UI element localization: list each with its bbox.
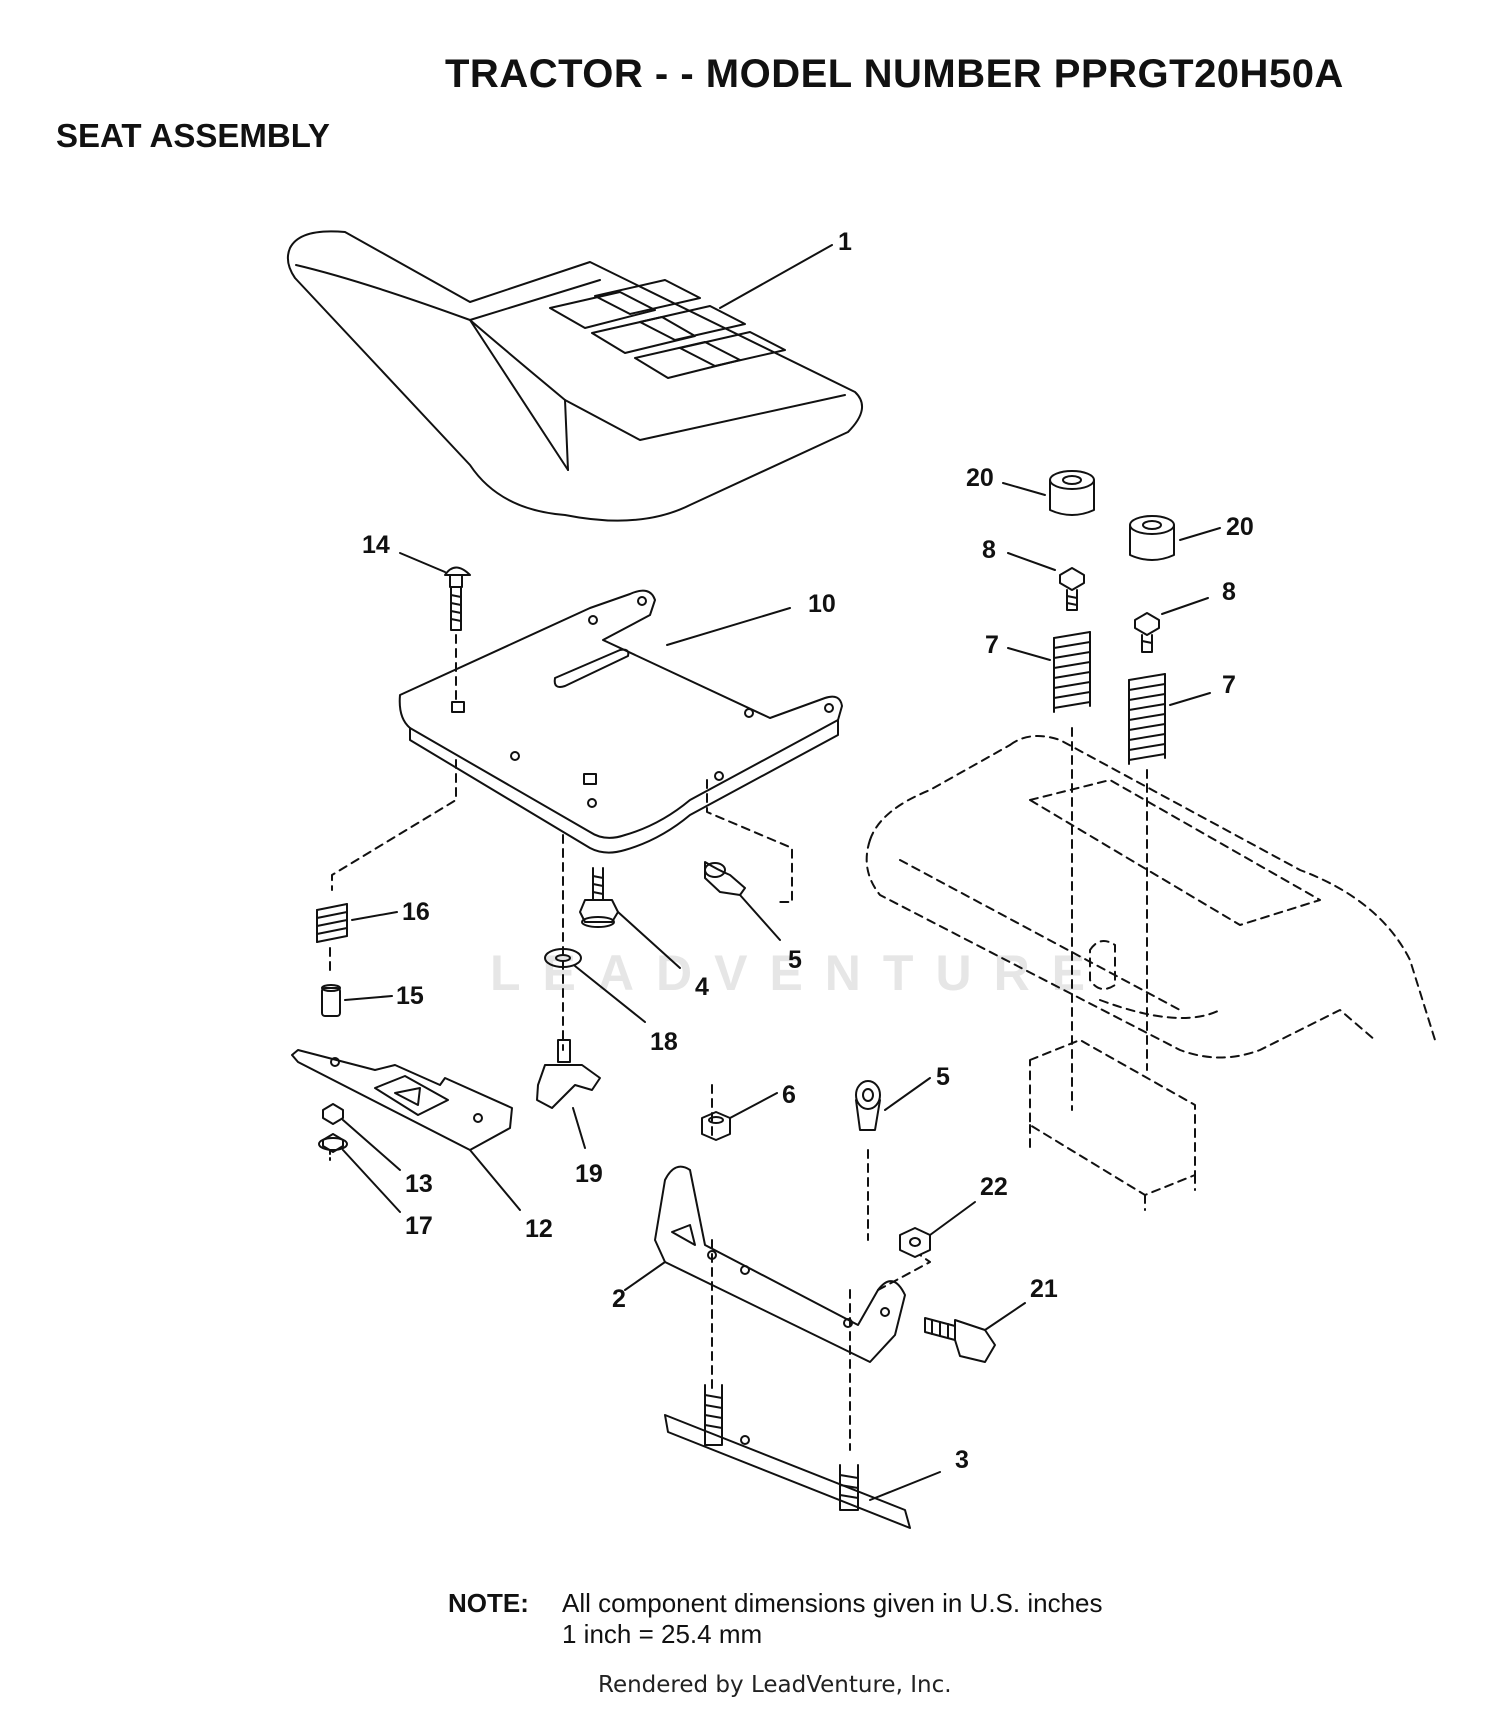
callout-19: 19 xyxy=(575,1160,603,1188)
hex-bolt-part[interactable] xyxy=(924,1302,1026,1363)
spacer-part[interactable] xyxy=(321,984,393,1017)
callout-16: 16 xyxy=(402,898,430,926)
callout-8a: 8 xyxy=(982,536,996,564)
callout-1: 1 xyxy=(838,228,852,256)
slide-plate-part[interactable] xyxy=(664,1384,941,1529)
flange-bolt-left-part[interactable] xyxy=(1007,552,1085,611)
bushing-right-part[interactable] xyxy=(1129,515,1221,561)
callout-20a: 20 xyxy=(966,464,994,492)
washer-part[interactable] xyxy=(544,948,646,1023)
note-line-1: All component dimensions given in U.S. i… xyxy=(562,1588,1103,1618)
render-credit: Rendered by LeadVenture, Inc. xyxy=(598,1672,952,1698)
bracket-plate-part[interactable] xyxy=(291,1049,521,1211)
shoulder-bolt-part[interactable] xyxy=(579,867,681,969)
note-line-2: 1 inch = 25.4 mm xyxy=(562,1619,763,1649)
callout-20b: 20 xyxy=(1226,513,1254,541)
section-title: SEAT ASSEMBLY xyxy=(56,117,330,154)
callout-4: 4 xyxy=(695,973,709,1001)
callout-14: 14 xyxy=(362,531,390,559)
callout-8b: 8 xyxy=(1222,578,1236,606)
note-label: NOTE: xyxy=(448,1588,529,1618)
flange-bolt-right-part[interactable] xyxy=(1134,597,1209,653)
seat-bracket-part[interactable] xyxy=(624,1165,906,1363)
spring-right-part[interactable] xyxy=(1128,673,1211,765)
callout-10: 10 xyxy=(808,590,836,618)
callout-3: 3 xyxy=(955,1446,969,1474)
callout-22: 22 xyxy=(980,1173,1008,1201)
callout-5a: 5 xyxy=(788,946,802,974)
callout-13: 13 xyxy=(405,1170,433,1198)
bushing-left-part[interactable] xyxy=(1002,470,1095,516)
callout-15: 15 xyxy=(396,982,424,1010)
callout-2: 2 xyxy=(612,1285,626,1313)
callout-21: 21 xyxy=(1030,1275,1058,1303)
nut-17-part[interactable] xyxy=(318,1133,401,1213)
nut-13-part[interactable] xyxy=(322,1103,401,1171)
callout-7a: 7 xyxy=(985,631,999,659)
clip-upper-part[interactable] xyxy=(704,861,781,941)
dimension-note: NOTE: All component dimensions given in U… xyxy=(448,1588,1103,1650)
callout-17: 17 xyxy=(405,1212,433,1240)
carriage-bolt-part[interactable] xyxy=(399,552,471,701)
page-title: TRACTOR - - MODEL NUMBER PPRGT20H50A xyxy=(445,52,1344,96)
callout-12: 12 xyxy=(525,1215,553,1243)
seat-part[interactable] xyxy=(286,230,863,522)
seat-pan-part[interactable] xyxy=(398,589,843,854)
knob-part[interactable] xyxy=(536,1039,601,1149)
assembly-lines xyxy=(329,727,1148,1451)
spring-small-part[interactable] xyxy=(316,903,398,943)
callout-6: 6 xyxy=(782,1081,796,1109)
callout-5b: 5 xyxy=(936,1063,950,1091)
hex-nut-part[interactable] xyxy=(701,1092,778,1141)
callout-18: 18 xyxy=(650,1028,678,1056)
flange-nut-part[interactable] xyxy=(899,1201,976,1258)
fender-reference xyxy=(865,735,1436,1211)
callout-7b: 7 xyxy=(1222,671,1236,699)
watermark: LEADVENTURE xyxy=(490,945,1107,1001)
spring-left-part[interactable] xyxy=(1007,631,1091,713)
clip-lower-part[interactable] xyxy=(855,1077,931,1131)
